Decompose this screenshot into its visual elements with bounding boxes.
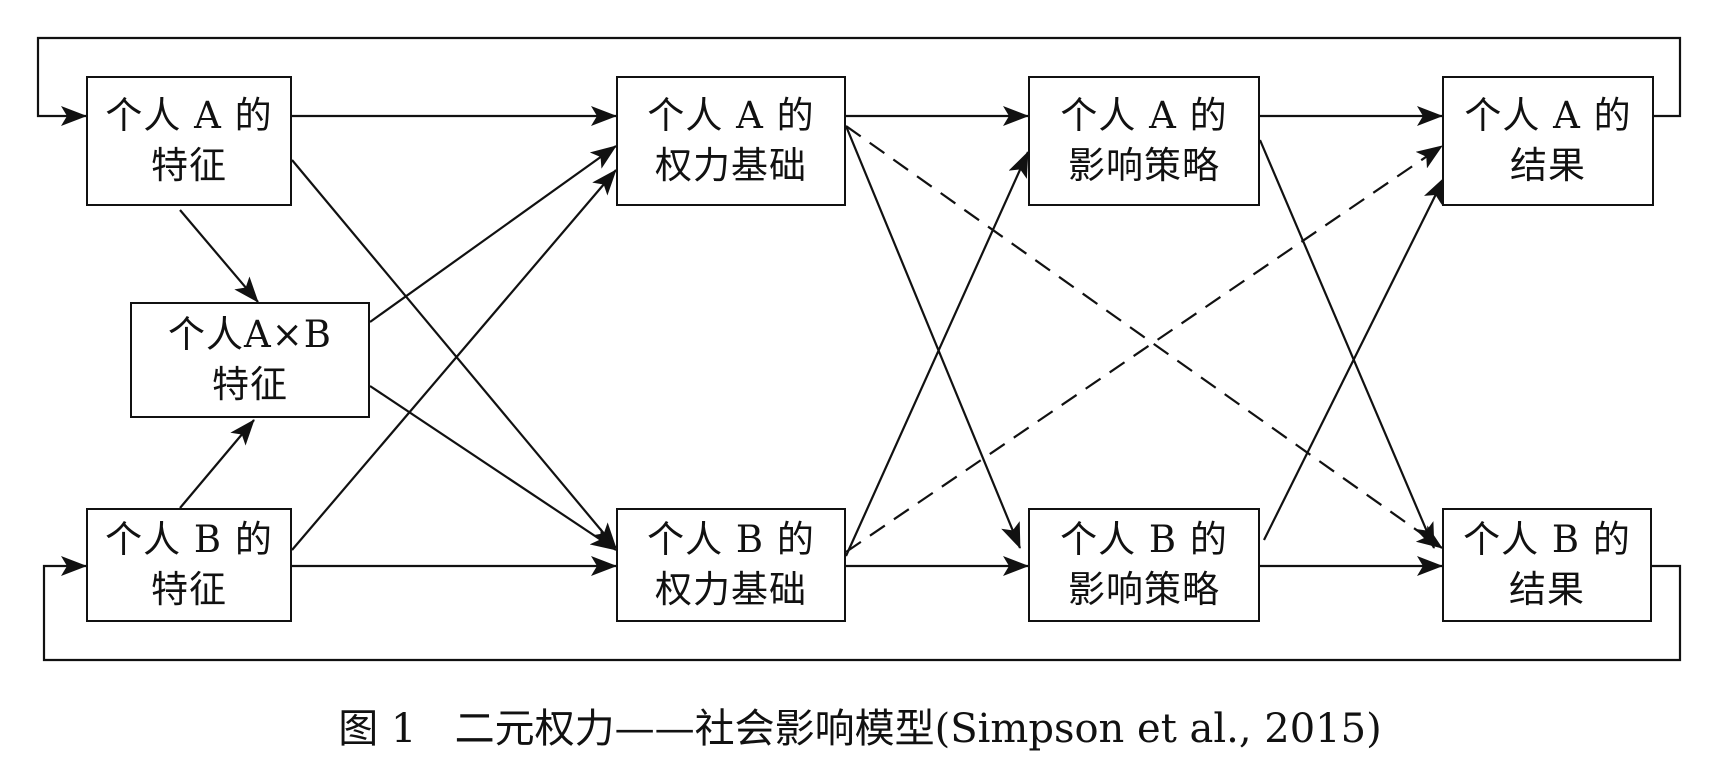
box-a-influence-line1: 个人 A 的 [1060,94,1228,137]
arrow-b-traits-to-a-power [291,169,617,551]
box-b-traits-line2: 特征 [151,568,227,611]
arrow-b-influence-to-a-influence [844,151,1030,557]
arrow-a-power-to-b-influence [844,125,1022,549]
box-a-outcome-line1: 个人 A 的 [1464,94,1632,137]
arrow-b-traits-to-ab [179,419,255,509]
box-b-traits-line1: 个人 B 的 [105,518,273,561]
box-b-power-line2: 权力基础 [655,568,807,611]
box-b-traits: 个人 B 的 特征 [86,508,292,622]
box-b-influence-line1: 个人 B 的 [1060,518,1228,561]
feedback-loop-a [36,36,1682,126]
box-a-influence-line2: 影响策略 [1068,144,1220,187]
box-a-power-line1: 个人 A 的 [647,94,815,137]
box-a-influence: 个人 A 的 影响策略 [1028,76,1260,206]
dashed-arrow-b-power-to-a-outcome [845,145,1443,553]
box-a-power-line2: 权力基础 [655,144,807,187]
box-b-influence-line2: 影响策略 [1068,568,1220,611]
figure-caption: 图 1 二元权力——社会影响模型(Simpson et al., 2015) [338,706,1382,752]
box-a-outcome: 个人 A 的 结果 [1442,76,1654,206]
box-b-power: 个人 B 的 权力基础 [616,508,846,622]
arrow-a-influence-to-b-outcome [1258,139,1436,549]
box-a-outcome-line2: 结果 [1510,144,1586,187]
dashed-arrow-a-power-to-b-outcome [845,125,1443,549]
box-b-outcome: 个人 B 的 结果 [1442,508,1652,622]
box-b-outcome-line2: 结果 [1509,568,1585,611]
box-a-traits: 个人 A 的 特征 [86,76,292,206]
feedback-loop-b [42,556,1682,662]
box-b-influence: 个人 B 的 影响策略 [1028,508,1260,622]
arrow-b-influence-to-a-outcome [1263,177,1445,541]
arrow-ab-to-b-power [369,385,617,551]
box-b-outcome-line1: 个人 B 的 [1463,518,1631,561]
box-b-power-line1: 个人 B 的 [647,518,815,561]
box-ab-traits-line1: 个人A×B [168,313,332,356]
arrow-a-traits-to-ab [179,209,259,303]
box-a-traits-line2: 特征 [151,144,227,187]
box-a-traits-line1: 个人 A 的 [105,94,273,137]
arrow-a-traits-to-b-power [291,159,617,549]
box-ab-traits-line2: 特征 [212,363,288,406]
arrow-ab-to-a-power [369,145,617,323]
box-ab-traits: 个人A×B 特征 [130,302,370,418]
box-a-power: 个人 A 的 权力基础 [616,76,846,206]
